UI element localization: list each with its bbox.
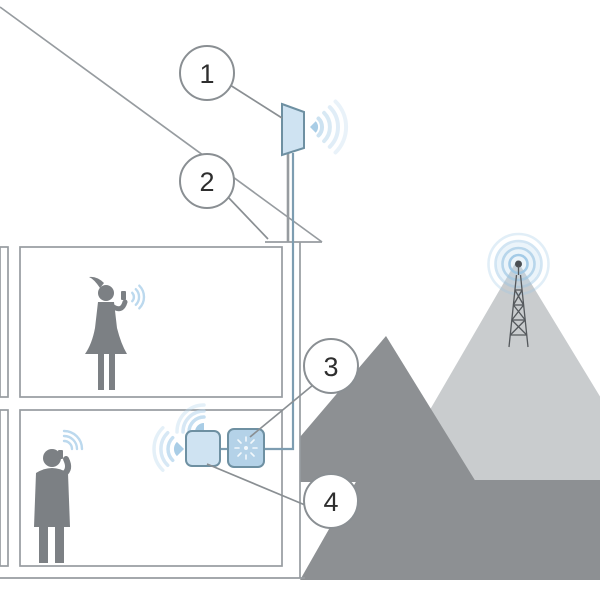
man-with-phone xyxy=(34,429,84,563)
tower-signal-ring xyxy=(501,246,536,282)
callout-3-circle xyxy=(303,338,359,394)
tower-brace xyxy=(511,304,525,321)
woman-leg xyxy=(109,354,115,390)
booster-burst-icon xyxy=(234,436,258,460)
callout-4-circle xyxy=(303,473,359,529)
tower-brace xyxy=(511,319,528,336)
signal-arc xyxy=(62,439,74,451)
burst-center xyxy=(244,446,248,450)
signal-arc xyxy=(152,426,165,472)
burst-ray xyxy=(237,439,242,444)
woman-phone xyxy=(121,291,126,300)
callout-3-line xyxy=(249,384,314,438)
woman-arm xyxy=(109,299,128,312)
cell-tower xyxy=(487,232,550,348)
signal-arc xyxy=(187,415,206,434)
woman-with-phone xyxy=(85,276,146,390)
callout-3-number: 3 xyxy=(323,352,338,382)
room-sliver-lower xyxy=(0,409,9,567)
indoor-signal-fan-upleft-icon xyxy=(175,403,206,434)
callout-3: 3 xyxy=(303,338,359,394)
tower-brace xyxy=(512,289,523,306)
callout-2-number: 2 xyxy=(199,167,214,197)
callout-2: 2 xyxy=(179,153,235,209)
callout-4: 4 xyxy=(303,473,359,529)
tower-top-dot xyxy=(515,260,522,268)
man-torso xyxy=(34,468,70,527)
signal-arc xyxy=(159,430,170,468)
man-leg xyxy=(55,527,64,563)
tower-signal-ring xyxy=(487,232,550,296)
callout-lines xyxy=(206,84,314,506)
room-upper xyxy=(19,246,283,398)
callout-1-line xyxy=(229,84,283,119)
indoor-signal-fan-left-icon xyxy=(152,426,184,472)
callout-1: 1 xyxy=(179,45,235,101)
signal-arc xyxy=(62,434,79,451)
phone-signal-icon xyxy=(131,284,146,310)
callout-1-number: 1 xyxy=(199,59,214,89)
signal-arc xyxy=(131,291,136,303)
callout-2-circle xyxy=(179,153,235,209)
tower-brace xyxy=(512,304,526,321)
callout-4-number: 4 xyxy=(323,487,338,517)
signal-arc xyxy=(166,435,175,463)
man-phone xyxy=(58,450,63,459)
callout-2-line xyxy=(226,195,269,240)
signal-wedge xyxy=(195,423,204,432)
woman-ponytail xyxy=(89,276,104,288)
burst-ray xyxy=(250,452,255,457)
signal-arc xyxy=(333,99,349,155)
signal-wedge xyxy=(173,441,184,457)
woman-dress xyxy=(85,302,127,354)
phone-signal-icon xyxy=(62,429,84,451)
callouts: 1 2 3 4 xyxy=(179,45,359,529)
signal-arc xyxy=(322,110,332,144)
burst-ray xyxy=(250,439,255,444)
room-sliver-upper xyxy=(0,246,9,398)
woman-head xyxy=(98,285,114,301)
tower-leg-left xyxy=(508,274,518,348)
man-head xyxy=(43,449,61,467)
signal-arc xyxy=(62,429,84,451)
outdoor-signal-fan-icon xyxy=(310,99,349,155)
signal-arc xyxy=(327,105,340,149)
signal-arc xyxy=(175,403,206,434)
roof-slope-line xyxy=(0,6,323,243)
mountains xyxy=(300,260,600,580)
signal-arc xyxy=(181,409,206,434)
burst-ray xyxy=(237,452,242,457)
signal-arc xyxy=(316,116,324,138)
tower-signal-ring xyxy=(494,239,543,289)
coax-cable xyxy=(264,153,295,451)
signal-wedge xyxy=(310,121,319,133)
foreground-hill-dark xyxy=(300,480,600,580)
callout-4-line xyxy=(206,463,306,506)
tower-brace xyxy=(509,319,526,336)
man-leg xyxy=(39,527,48,563)
callout-1-circle xyxy=(179,45,235,101)
signal-arc xyxy=(134,288,141,306)
indoor-antenna-box xyxy=(185,430,221,467)
outdoor-antenna-panel xyxy=(281,102,305,157)
outdoor-antenna-assembly xyxy=(264,99,349,451)
woman-leg xyxy=(98,354,104,390)
indoor-equipment xyxy=(152,403,265,472)
mountain-small-dark xyxy=(300,336,476,482)
signal-arc xyxy=(138,284,146,310)
man-arm xyxy=(61,456,72,477)
tower-brace xyxy=(514,289,525,306)
